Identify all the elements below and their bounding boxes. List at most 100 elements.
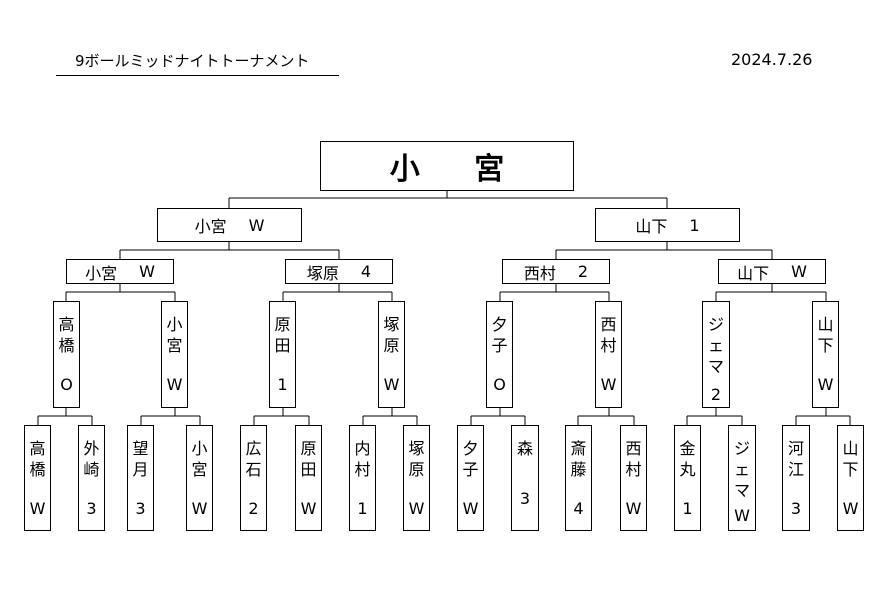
player-name: 外崎	[83, 438, 99, 480]
player-score: W	[462, 499, 479, 518]
name-char: 原	[300, 439, 317, 458]
name-char: 小	[191, 439, 208, 458]
player-score: W	[166, 375, 183, 394]
name-char: 子	[491, 336, 508, 355]
player-name: 原田	[274, 314, 290, 356]
player-name: 塚原	[306, 263, 339, 283]
player-name: 望月	[132, 438, 148, 480]
name-char: 広	[245, 439, 262, 458]
player-score: W	[139, 262, 155, 281]
name-char: 外	[83, 439, 100, 458]
player-score: W	[625, 499, 642, 518]
player-score: 1	[682, 499, 693, 518]
name-char: 下	[842, 460, 859, 479]
player-name: ジェマ	[708, 314, 724, 377]
round1-box: 夕子 W	[457, 425, 484, 531]
name-char: マ	[733, 481, 750, 500]
player-name: 塚原	[383, 314, 399, 356]
player-score: W	[191, 499, 208, 518]
final-box-right: 山下 1	[595, 208, 740, 242]
player-name: 塚原	[408, 438, 424, 480]
name-char: 高	[58, 315, 75, 334]
name-char: 石	[245, 460, 262, 479]
name-char: 村	[625, 460, 642, 479]
player-score: W	[29, 499, 46, 518]
quarterfinal-box: 原田 1	[269, 301, 296, 408]
player-score: W	[817, 375, 834, 394]
name-char: 内	[354, 439, 371, 458]
round1-box: 内村 1	[349, 425, 376, 531]
player-score: W	[408, 499, 425, 518]
player-score: W	[791, 262, 807, 281]
round1-box: 森 3	[511, 425, 539, 531]
name-char: 丸	[679, 460, 696, 479]
player-name: 夕子	[462, 438, 478, 480]
round1-box: 金丸 1	[674, 425, 701, 531]
name-char: 西	[625, 439, 642, 458]
name-char: 夕	[491, 315, 508, 334]
name-char: ェ	[707, 336, 724, 355]
name-char: ジ	[707, 315, 724, 334]
name-char: 高	[29, 439, 46, 458]
player-name: 河江	[788, 438, 804, 480]
name-char: ェ	[733, 460, 750, 479]
player-name: 内村	[354, 438, 370, 480]
name-char: 月	[132, 460, 149, 479]
round1-box: 西村 W	[620, 425, 647, 531]
player-name: 小宮	[166, 314, 182, 356]
name-char: 江	[787, 460, 804, 479]
player-score: W	[300, 499, 317, 518]
name-char: 村	[600, 336, 617, 355]
quarterfinal-box: 高橋 O	[53, 301, 80, 408]
player-score: W	[600, 375, 617, 394]
player-name: 森	[517, 438, 533, 459]
player-score: W	[383, 375, 400, 394]
champion-name: 小 宮	[389, 152, 527, 187]
name-char: 橋	[29, 460, 46, 479]
quarterfinal-box: 塚原 W	[378, 301, 405, 408]
round1-box: 外崎 3	[78, 425, 105, 531]
player-score: O	[60, 375, 73, 394]
round1-box: 高橋 W	[24, 425, 51, 531]
player-score: 3	[790, 499, 802, 518]
player-score: 2	[577, 262, 589, 281]
player-score: 1	[357, 499, 368, 518]
name-char: 藤	[570, 460, 587, 479]
name-char: 田	[274, 336, 291, 355]
round1-box: 塚原 W	[403, 425, 430, 531]
tournament-date: 2024.7.26	[731, 50, 813, 69]
semifinal-box: 山下 W	[718, 259, 826, 284]
quarterfinal-box: 小宮 W	[161, 301, 188, 408]
player-score: 3	[86, 499, 97, 518]
name-char: 河	[787, 439, 804, 458]
player-score: 2	[710, 385, 722, 404]
player-name: 斎藤	[570, 438, 586, 480]
name-char: 原	[383, 336, 400, 355]
tournament-title: 9ボールミッドナイトトーナメント	[75, 52, 310, 70]
player-score: 2	[248, 499, 259, 518]
name-char: 山	[817, 315, 834, 334]
name-char: 斎	[570, 439, 587, 458]
quarterfinal-box: 山下 W	[812, 301, 839, 408]
player-name: 高橋	[29, 438, 45, 480]
player-name: 西村	[625, 438, 641, 480]
player-score: W	[248, 215, 265, 235]
player-score: 1	[689, 215, 700, 235]
name-char: ジ	[733, 439, 750, 458]
name-char: 塚	[408, 439, 425, 458]
player-name: 山下	[737, 263, 770, 283]
player-score: 4	[573, 499, 584, 518]
name-char: 塚	[383, 315, 400, 334]
player-name: 小宮	[194, 217, 227, 236]
player-name: 広石	[245, 438, 261, 480]
name-char: 夕	[462, 439, 479, 458]
round1-box: 広石 2	[240, 425, 267, 531]
round1-box: 望月 3	[127, 425, 154, 531]
player-name: 山下	[635, 217, 668, 236]
name-char: 橋	[58, 336, 75, 355]
name-char: 望	[132, 439, 149, 458]
round1-box: 原田 W	[295, 425, 322, 531]
player-name: 小宮	[191, 438, 207, 480]
player-score: W	[842, 499, 859, 518]
name-char: 田	[300, 460, 317, 479]
